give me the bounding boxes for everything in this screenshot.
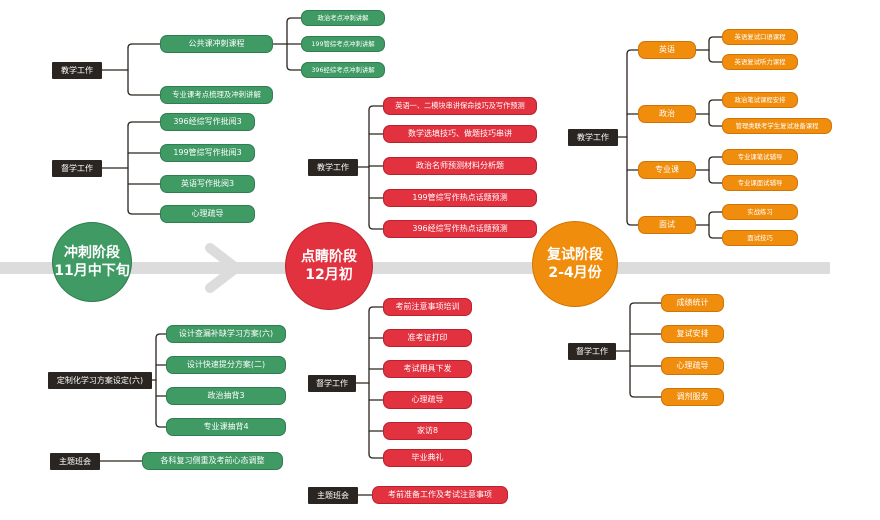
- focus-class-meeting-label[interactable]: 主题班会: [308, 487, 358, 504]
- stage-title: 冲刺阶段: [64, 244, 120, 261]
- connector: [286, 65, 302, 71]
- retest-teaching-sub-node[interactable]: 英语复试口语课程: [722, 29, 798, 45]
- focus-supervision-label[interactable]: 督学工作: [308, 375, 356, 392]
- retest-teaching-sub-node[interactable]: 实战练习: [722, 204, 798, 220]
- connector: [127, 90, 161, 96]
- focus-teaching-item[interactable]: 199管综写作热点话题预测: [383, 189, 537, 207]
- retest-teaching-sub-node[interactable]: 专业课面试辅导: [722, 175, 798, 191]
- sprint-custom-plan-item[interactable]: 政治抽背3: [166, 387, 286, 405]
- focus-supervision-item[interactable]: 毕业典礼: [383, 449, 472, 467]
- focus-teaching-item[interactable]: 英语一、二模块串讲保命技巧及写作预测: [383, 97, 537, 115]
- connector: [155, 422, 167, 428]
- retest-supervision-label[interactable]: 督学工作: [568, 343, 616, 360]
- sprint-supervision-item[interactable]: 396经综写作批阅3: [160, 113, 255, 131]
- sprint-major-course-node[interactable]: 专业课考点梳理及冲刺讲解: [160, 86, 273, 104]
- sprint-public-sub-node[interactable]: 199管综考点冲刺讲解: [301, 36, 385, 52]
- retest-teaching-sub-node[interactable]: 面试技巧: [722, 230, 798, 246]
- sprint-public-course-node[interactable]: 公共课冲刺课程: [160, 35, 273, 53]
- retest-teaching-subject-node[interactable]: 政治: [638, 105, 696, 123]
- connector: [708, 211, 723, 217]
- connector: [708, 99, 723, 105]
- connector: [127, 43, 161, 49]
- focus-supervision-item[interactable]: 家访8: [383, 422, 472, 440]
- connector: [708, 178, 723, 184]
- connector: [127, 209, 161, 215]
- stage-retest-circle[interactable]: 复试阶段 2-4月份: [532, 221, 618, 307]
- connector: [708, 36, 723, 42]
- focus-class-meeting-item[interactable]: 考前准备工作及考试注意事项: [372, 486, 508, 504]
- sprint-supervision-item[interactable]: 心理疏导: [160, 205, 255, 223]
- connector: [626, 220, 639, 226]
- connector: [155, 333, 167, 339]
- timeline-arrow-icon: [205, 243, 241, 293]
- stage-title: 点睛阶段: [301, 248, 357, 265]
- retest-supervision-item[interactable]: 成绩统计: [661, 294, 724, 312]
- sprint-class-meeting-label[interactable]: 主题班会: [50, 453, 100, 470]
- retest-teaching-sub-node[interactable]: 管理类联考学生复试准备课程: [722, 118, 832, 134]
- retest-teaching-sub-node[interactable]: 英语复试听力课程: [722, 54, 798, 70]
- sprint-public-sub-node[interactable]: 396经综考点冲刺讲解: [301, 62, 385, 78]
- focus-teaching-item[interactable]: 396经综写作热点话题预测: [383, 220, 537, 238]
- stage-title: 复试阶段: [547, 246, 603, 263]
- focus-supervision-item[interactable]: 准考证打印: [383, 329, 472, 347]
- retest-teaching-sub-node[interactable]: 政治笔试课程安排: [722, 92, 798, 108]
- retest-teaching-subject-node[interactable]: 面试: [638, 216, 696, 234]
- sprint-teaching-label[interactable]: 教学工作: [52, 62, 102, 79]
- sprint-custom-plan-item[interactable]: 设计查漏补缺学习方案(六): [166, 325, 286, 343]
- retest-supervision-item[interactable]: 复试安排: [661, 325, 724, 343]
- sprint-supervision-item[interactable]: 199管综写作批阅3: [160, 144, 255, 162]
- connector: [626, 49, 639, 55]
- connector: [708, 57, 723, 63]
- retest-teaching-label[interactable]: 教学工作: [568, 129, 618, 146]
- connector: [708, 233, 723, 239]
- focus-teaching-label[interactable]: 教学工作: [308, 159, 358, 176]
- retest-teaching-subject-node[interactable]: 英语: [638, 41, 696, 59]
- sprint-custom-plan-item[interactable]: 设计快速提分方案(二): [166, 356, 286, 374]
- connector: [708, 121, 723, 127]
- sprint-custom-plan-item[interactable]: 专业课抽背4: [166, 418, 286, 436]
- connector: [368, 453, 384, 459]
- connector: [127, 121, 161, 127]
- connector: [368, 306, 384, 312]
- retest-teaching-subject-node[interactable]: 专业课: [638, 161, 696, 179]
- stage-subtitle: 11月中下旬: [54, 263, 130, 279]
- focus-supervision-item[interactable]: 考前注意事项培训: [383, 298, 472, 316]
- sprint-supervision-item[interactable]: 英语写作批阅3: [160, 175, 255, 193]
- connector: [368, 224, 384, 230]
- retest-supervision-item[interactable]: 调剂服务: [661, 388, 724, 406]
- focus-supervision-item[interactable]: 心理疏导: [383, 391, 472, 409]
- connector: [286, 17, 302, 23]
- connector: [368, 105, 384, 111]
- focus-supervision-item[interactable]: 考试用具下发: [383, 360, 472, 378]
- sprint-class-meeting-item[interactable]: 各科复习侧重及考前心态调整: [142, 452, 283, 470]
- timeline-bar: [0, 262, 830, 274]
- connector: [708, 156, 723, 162]
- sprint-public-sub-node[interactable]: 政治考点冲刺讲解: [301, 10, 385, 26]
- focus-teaching-item[interactable]: 政治名师预测材料分析题: [383, 157, 537, 175]
- connector: [629, 302, 662, 308]
- stage-sprint-circle[interactable]: 冲刺阶段 11月中下旬: [52, 222, 132, 302]
- stage-subtitle: 2-4月份: [548, 265, 602, 281]
- sprint-custom-plan-label[interactable]: 定制化学习方案设定(六): [48, 372, 152, 389]
- stage-subtitle: 12月初: [305, 267, 353, 283]
- connector: [629, 392, 662, 398]
- sprint-supervision-label[interactable]: 督学工作: [52, 160, 102, 177]
- focus-teaching-item[interactable]: 数学选填技巧、做题技巧串讲: [383, 125, 537, 143]
- stage-focus-circle[interactable]: 点睛阶段 12月初: [285, 222, 373, 310]
- retest-teaching-sub-node[interactable]: 专业课笔试辅导: [722, 149, 798, 165]
- retest-supervision-item[interactable]: 心理疏导: [661, 357, 724, 375]
